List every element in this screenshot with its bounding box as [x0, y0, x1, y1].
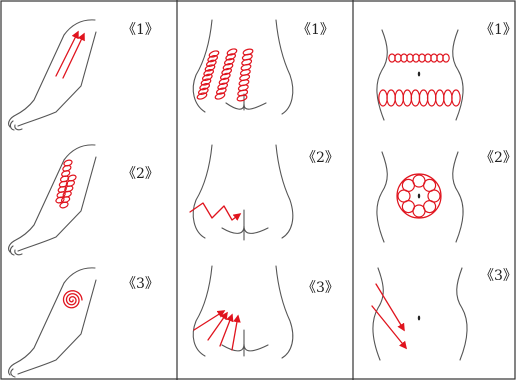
- horizontal-coil-band: [389, 54, 449, 62]
- spiral-coil-column: [214, 48, 237, 101]
- circular-spiral-stroke: [64, 291, 83, 308]
- panel-label: 《3》: [302, 280, 339, 296]
- back-outline: [193, 266, 293, 358]
- diagonal-arrow-stroke: [194, 311, 224, 330]
- coil-loop: [387, 90, 395, 106]
- diagonal-arrow-stroke: [372, 306, 406, 348]
- arm-panel-2: 《2》: [9, 145, 159, 255]
- arm-outline: [9, 145, 96, 255]
- diagonal-arrow-stroke: [376, 284, 404, 330]
- coil-loop: [452, 90, 460, 106]
- back-outline: [193, 145, 293, 240]
- abdomen-outline: [377, 152, 463, 242]
- abdomen-panel-2: 《2》: [377, 150, 516, 242]
- back-panel-3: 《3》: [193, 266, 339, 358]
- spiral-coil-column: [236, 48, 253, 102]
- panel-label: 《1》: [297, 22, 334, 38]
- coil-loop: [424, 179, 436, 191]
- panel-label: 《3》: [480, 268, 516, 284]
- back-panel-1: 《1》: [193, 20, 334, 114]
- panel-label: 《3》: [122, 276, 159, 292]
- navel-dot: [418, 194, 420, 199]
- abdomen-outline: [377, 30, 463, 120]
- horizontal-coil-band: [379, 90, 460, 106]
- panel-label: 《1》: [480, 22, 516, 38]
- coil-loop: [403, 90, 411, 106]
- abdomen-panel-3: 《3》: [372, 268, 516, 360]
- panel-label: 《2》: [122, 166, 159, 182]
- diagonal-arrow-stroke: [232, 316, 238, 350]
- coil-loop: [379, 90, 387, 106]
- abdomen-outline: [373, 268, 467, 360]
- navel-dot: [418, 316, 420, 321]
- arm-panel-1: 《1》: [9, 20, 159, 130]
- navel-dot: [418, 72, 420, 77]
- coil-loop: [395, 90, 403, 106]
- coil-loop: [411, 90, 419, 106]
- panel-label: 《2》: [480, 150, 516, 166]
- arm-panel-3: 《3》: [9, 268, 159, 377]
- panel-label: 《1》: [122, 22, 159, 38]
- coil-loop: [436, 90, 444, 106]
- zigzag-arrow-stroke: [190, 203, 240, 220]
- coil-loop: [419, 90, 427, 106]
- panel-label: 《2》: [302, 150, 339, 166]
- back-panel-2: 《2》: [190, 145, 339, 240]
- abdomen-panel-1: 《1》: [377, 22, 516, 120]
- coil-loop: [427, 90, 435, 106]
- coil-loop: [444, 90, 452, 106]
- arm-outline: [9, 268, 96, 377]
